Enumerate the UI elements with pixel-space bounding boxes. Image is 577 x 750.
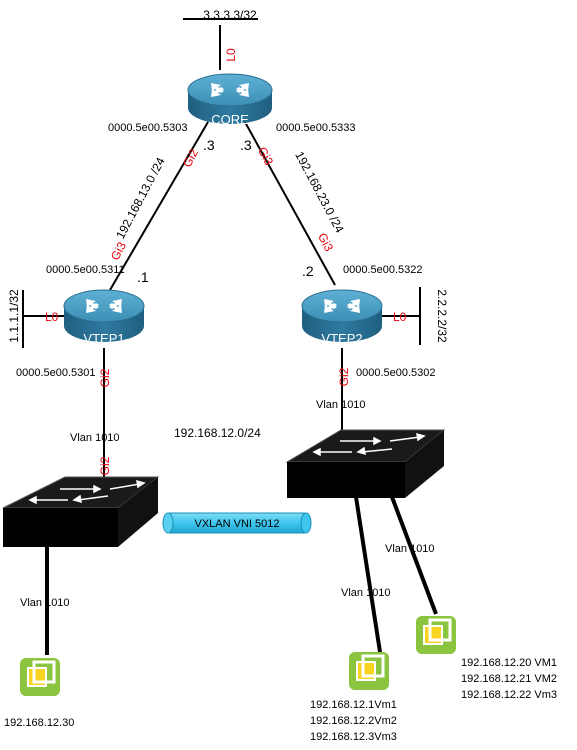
host-mid-line: 192.168.12.1Vm1 bbox=[310, 699, 397, 711]
vtep2-mac-bottom: 0000.5e00.5302 bbox=[356, 367, 436, 379]
switch1-vlan-uplink: Vlan 1010 bbox=[70, 432, 120, 444]
switch2-vlan-host-b: Vlan 1010 bbox=[385, 543, 435, 555]
tunnel-label: VXLAN VNI 5012 bbox=[195, 518, 280, 530]
router-arrows-icon bbox=[324, 299, 360, 313]
core-mac-left: 0000.5e00.5303 bbox=[108, 122, 188, 134]
core-host-left: .3 bbox=[203, 137, 215, 153]
vtep1-mac-bottom: 0000.5e00.5301 bbox=[16, 367, 96, 379]
host-left-ip: 192.168.12.30 bbox=[4, 717, 74, 729]
vtep1-mac-top: 0000.5e00.5311 bbox=[46, 264, 125, 276]
host-right-line: 192.168.12.21 VM2 bbox=[461, 673, 557, 685]
vtep1-loopback-if: L0 bbox=[45, 310, 59, 324]
vtep2-if-bottom: Gi2 bbox=[337, 367, 351, 386]
vtep2-if-top: Gi3 bbox=[315, 231, 336, 254]
vtep2-loopback-if: L0 bbox=[393, 310, 407, 324]
vtep2-name: VTEP2 bbox=[321, 331, 362, 346]
router-arrows-icon bbox=[86, 299, 122, 313]
core-name: CORE bbox=[211, 112, 249, 127]
host-mid-line: 192.168.12.3Vm3 bbox=[310, 731, 397, 743]
left-subnet-label: 192.168.13.0 /24 bbox=[113, 155, 168, 241]
core-router: CORE bbox=[187, 73, 273, 127]
vm-host-mid-icon bbox=[349, 652, 389, 690]
vtep1-loopback-ip: 1.1.1.1/32 bbox=[7, 289, 21, 343]
vtep1-host: .1 bbox=[137, 269, 149, 285]
link-core-vtep1 bbox=[109, 121, 209, 291]
link-switch2-host-mid bbox=[354, 496, 382, 653]
vxlan-tunnel: VXLAN VNI 5012 bbox=[162, 512, 312, 534]
host-right-line: 192.168.12.22 Vm3 bbox=[461, 689, 557, 701]
link-switch2-host-right bbox=[390, 496, 438, 615]
switch-arrows-icon bbox=[312, 432, 426, 457]
host-mid-line: 192.168.12.2Vm2 bbox=[310, 715, 397, 727]
vtep1-name: VTEP1 bbox=[83, 331, 124, 346]
core-loopback-ip: 3.3.3.3/32 bbox=[203, 8, 257, 22]
vtep1-if-top: Gi3 bbox=[108, 239, 129, 262]
switch1 bbox=[2, 476, 160, 547]
vtep2-host: .2 bbox=[302, 263, 314, 279]
router-arrows-icon bbox=[211, 83, 249, 97]
vm-host-right-icon bbox=[416, 616, 456, 654]
lan-subnet-label: 192.168.12.0/24 bbox=[174, 426, 261, 440]
switch2-vlan-host-a: Vlan 1010 bbox=[341, 587, 391, 599]
switch1-uplink-if: Gi2 bbox=[98, 456, 112, 475]
switch1-vlan-host: Vlan 1010 bbox=[20, 597, 70, 609]
core-if-right: Gi3 bbox=[255, 145, 276, 168]
core-host-right: .3 bbox=[240, 137, 252, 153]
vm-host-left-icon bbox=[20, 658, 60, 696]
vtep2-router: VTEP2 bbox=[301, 289, 383, 346]
vtep2-mac-top: 0000.5e00.5322 bbox=[343, 264, 423, 276]
vtep1-router: VTEP1 bbox=[63, 289, 145, 346]
vtep2-loopback-ip: 2.2.2.2/32 bbox=[435, 289, 449, 343]
core-mac-right: 0000.5e00.5333 bbox=[276, 122, 356, 134]
core-loopback-if: L0 bbox=[224, 48, 238, 62]
switch2-vlan-uplink: Vlan 1010 bbox=[316, 399, 366, 411]
vtep1-if-bottom: Gi2 bbox=[98, 368, 112, 387]
host-right-line: 192.168.12.20 VM1 bbox=[461, 657, 557, 669]
switch-arrows-icon bbox=[28, 479, 146, 505]
link-core-vtep2 bbox=[244, 121, 336, 286]
switch2 bbox=[285, 429, 446, 498]
